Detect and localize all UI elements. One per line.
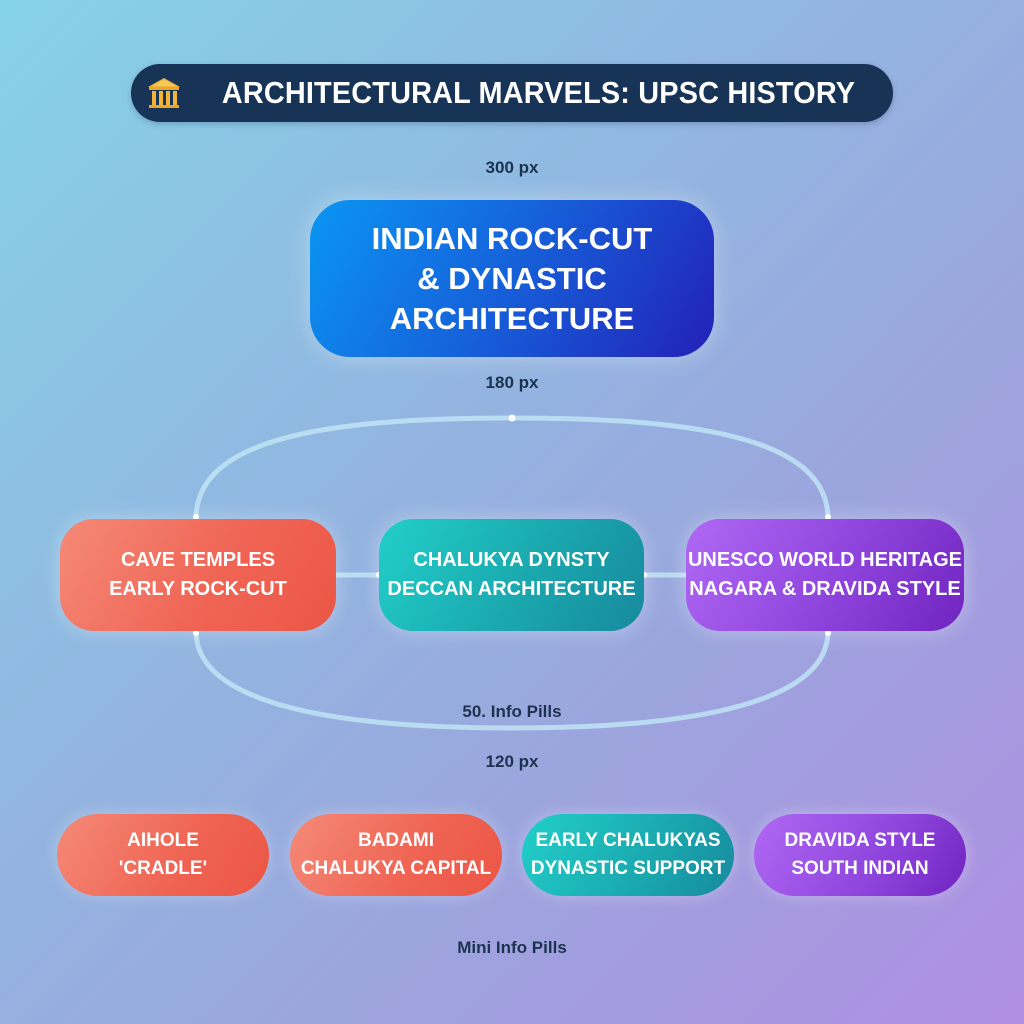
title-bar: ARCHITECTURAL MARVELS: UPSC HISTORY (131, 64, 893, 122)
classical-building-icon (148, 78, 181, 108)
node-text: CHALUKYA DYNSTY DECCAN ARCHITECTURE (387, 549, 636, 600)
dimension-label-middle: 180 px (485, 373, 539, 392)
pill-dravida-style: DRAVIDA STYLE SOUTH INDIAN (754, 814, 966, 896)
node-text: CAVE TEMPLES EARLY ROCK-CUT (109, 549, 287, 600)
main-topic-text: INDIAN ROCK-CUT & DYNASTIC ARCHITECTURE (371, 220, 653, 336)
main-topic-box: INDIAN ROCK-CUT & DYNASTIC ARCHITECTURE (310, 200, 714, 357)
node-chalukya-dynasty: CHALUKYA DYNSTY DECCAN ARCHITECTURE (379, 519, 644, 631)
section-label-info-pills: 50. Info Pills (462, 702, 562, 721)
node-cave-temples: CAVE TEMPLES EARLY ROCK-CUT (60, 519, 336, 631)
pill-text: EARLY CHALUKYAS DYNASTIC SUPPORT (530, 830, 726, 879)
dimension-label-lower: 120 px (485, 752, 539, 771)
pill-text: DRAVIDA STYLE SOUTH INDIAN (784, 830, 936, 879)
pill-aihole: AIHOLE 'CRADLE' (57, 814, 269, 896)
connector-dot (508, 414, 516, 422)
pill-badami: BADAMI CHALUKYA CAPITAL (290, 814, 502, 896)
node-unesco-heritage: UNESCO WORLD HERITAGE NAGARA & DRAVIDA S… (686, 519, 964, 631)
node-text: UNESCO WORLD HERITAGE NAGARA & DRAVIDA S… (687, 549, 963, 600)
dimension-label-top: 300 px (485, 158, 539, 177)
pill-text: AIHOLE 'CRADLE' (118, 830, 208, 879)
connector-top-arc (193, 415, 831, 522)
section-label-mini-info-pills: Mini Info Pills (457, 938, 567, 957)
pill-early-chalukyas: EARLY CHALUKYAS DYNASTIC SUPPORT (522, 814, 734, 896)
page-title: ARCHITECTURAL MARVELS: UPSC HISTORY (222, 75, 856, 110)
pill-text: BADAMI CHALUKYA CAPITAL (300, 830, 492, 879)
